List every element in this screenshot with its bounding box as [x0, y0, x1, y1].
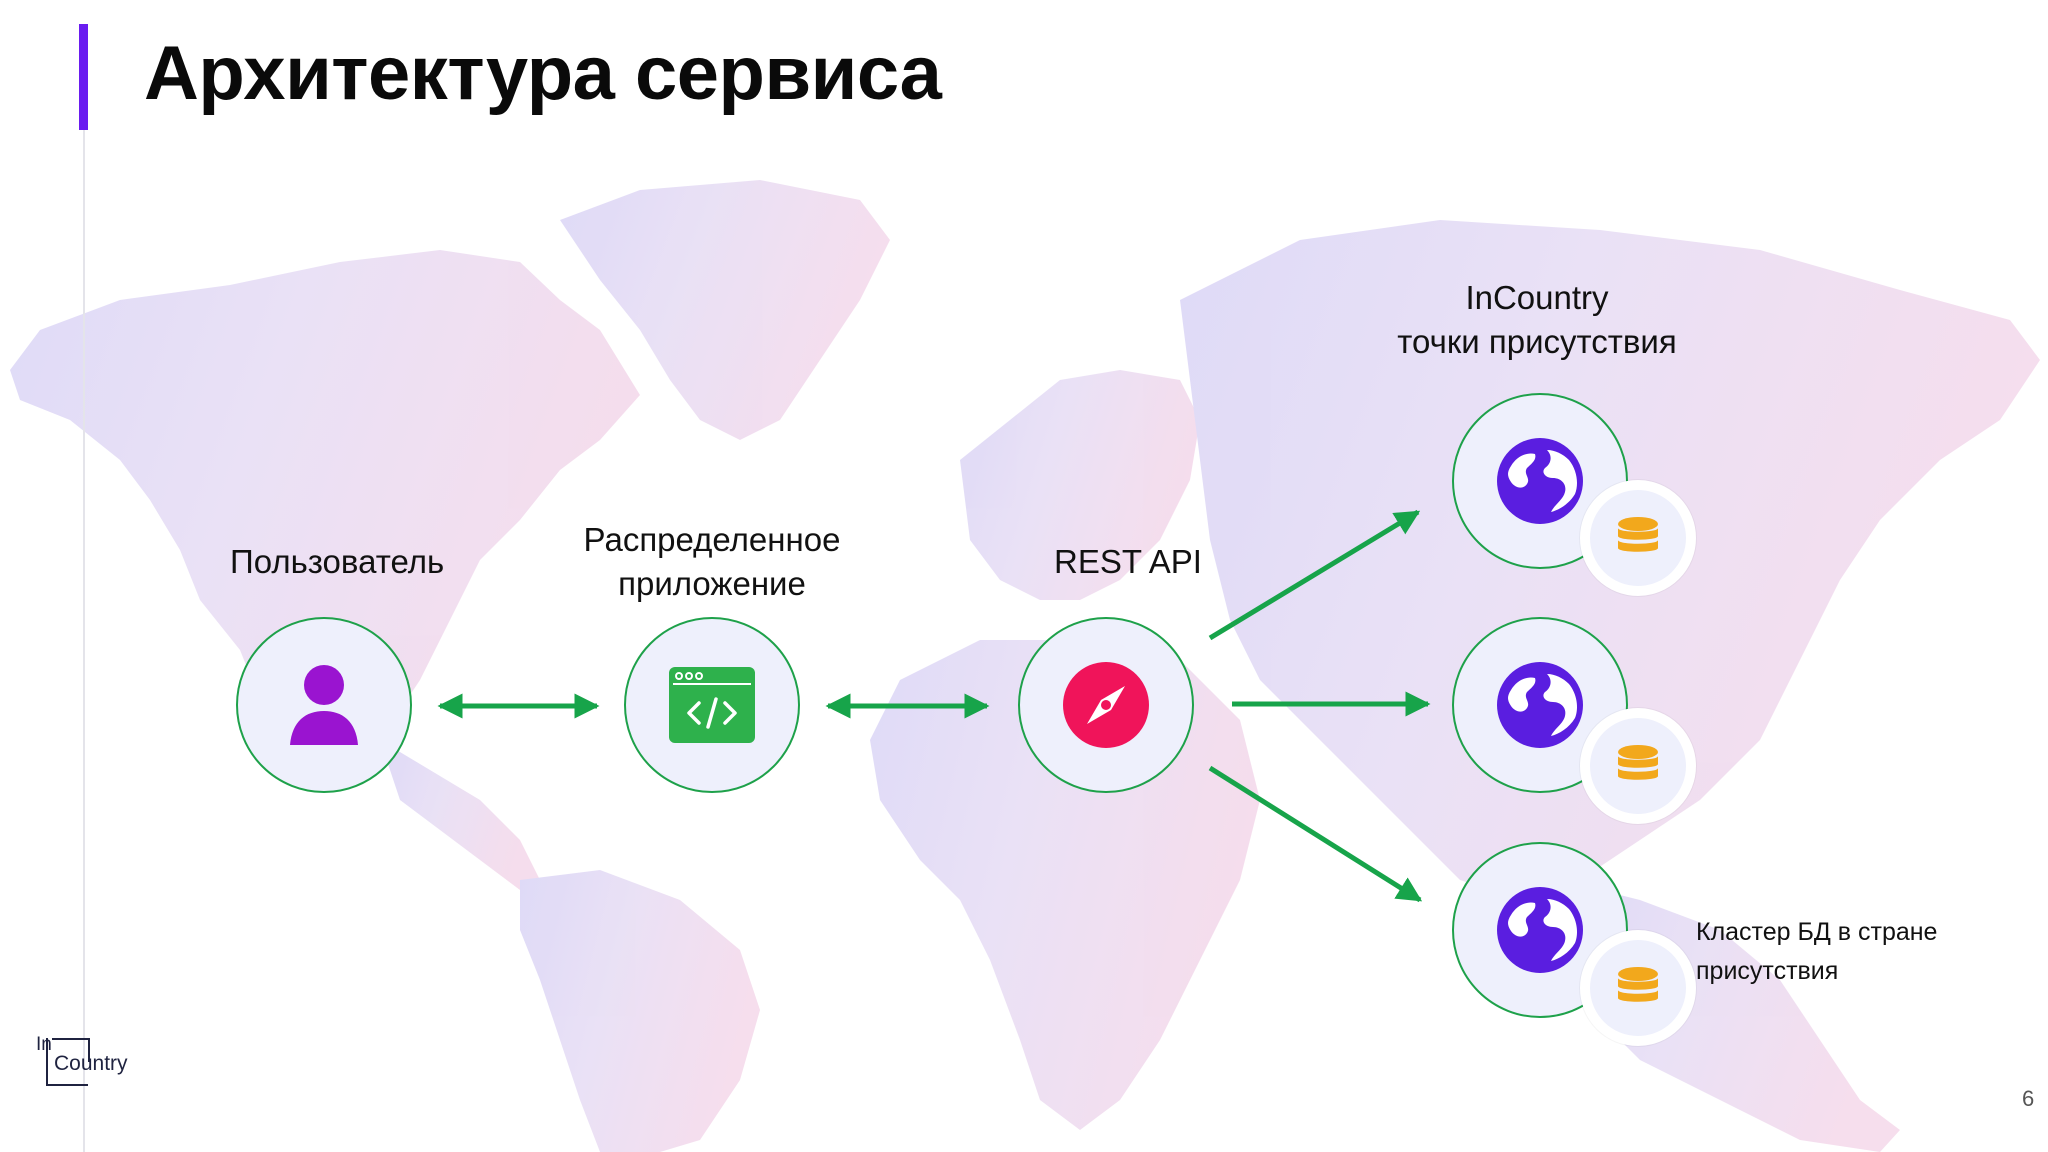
pop-node-1[interactable]: [1452, 393, 1628, 569]
code-window-icon: [669, 667, 755, 743]
pop-label-line-2: точки присутствия: [1397, 323, 1677, 360]
database-icon: [1618, 517, 1658, 552]
app-label: Распределенное приложение: [580, 518, 844, 606]
pop-node-2[interactable]: [1452, 617, 1628, 793]
globe-icon: [1497, 438, 1583, 524]
title-accent-bar: [79, 24, 88, 130]
app-label-line-2: приложение: [618, 565, 806, 602]
incountry-logo: In Country: [34, 1034, 144, 1088]
pop-label: InCountry точки присутствия: [1392, 276, 1682, 364]
app-node[interactable]: [624, 617, 800, 793]
globe-icon: [1497, 887, 1583, 973]
continent-north-america: [10, 250, 640, 770]
db-badge-1: [1580, 480, 1696, 596]
slide-title: Архитектура сервиса: [144, 31, 942, 116]
continent-europe: [960, 370, 1200, 600]
logo-frame-right: [52, 1038, 90, 1062]
logo-frame-left: [46, 1038, 88, 1086]
user-node[interactable]: [236, 617, 412, 793]
user-label: Пользователь: [230, 543, 445, 580]
api-node[interactable]: [1018, 617, 1194, 793]
left-divider: [83, 130, 85, 1152]
continent-greenland: [560, 180, 890, 440]
logo-text-in: In: [36, 1034, 52, 1055]
logo-text-country: Country: [54, 1052, 128, 1075]
page-number: 6: [2022, 1086, 2035, 1111]
app-label-line-1: Распределенное: [583, 521, 841, 558]
pop-label-line-1: InCountry: [1465, 279, 1609, 316]
cluster-label-line-2: присутствия: [1696, 957, 1839, 985]
globe-icon: [1497, 662, 1583, 748]
continent-south-america: [520, 870, 760, 1152]
database-icon: [1618, 745, 1658, 780]
continent-central-america: [380, 740, 540, 890]
db-badge-2: [1580, 708, 1696, 824]
api-label: REST API: [1054, 543, 1202, 580]
cluster-label-line-1: Кластер БД в стране: [1696, 918, 1938, 946]
database-icon: [1618, 967, 1658, 1002]
user-icon: [290, 665, 358, 745]
compass-icon: [1063, 662, 1149, 748]
db-badge-3: [1580, 930, 1696, 1046]
cluster-label: Кластер БД в стране присутствия: [1696, 913, 1937, 991]
